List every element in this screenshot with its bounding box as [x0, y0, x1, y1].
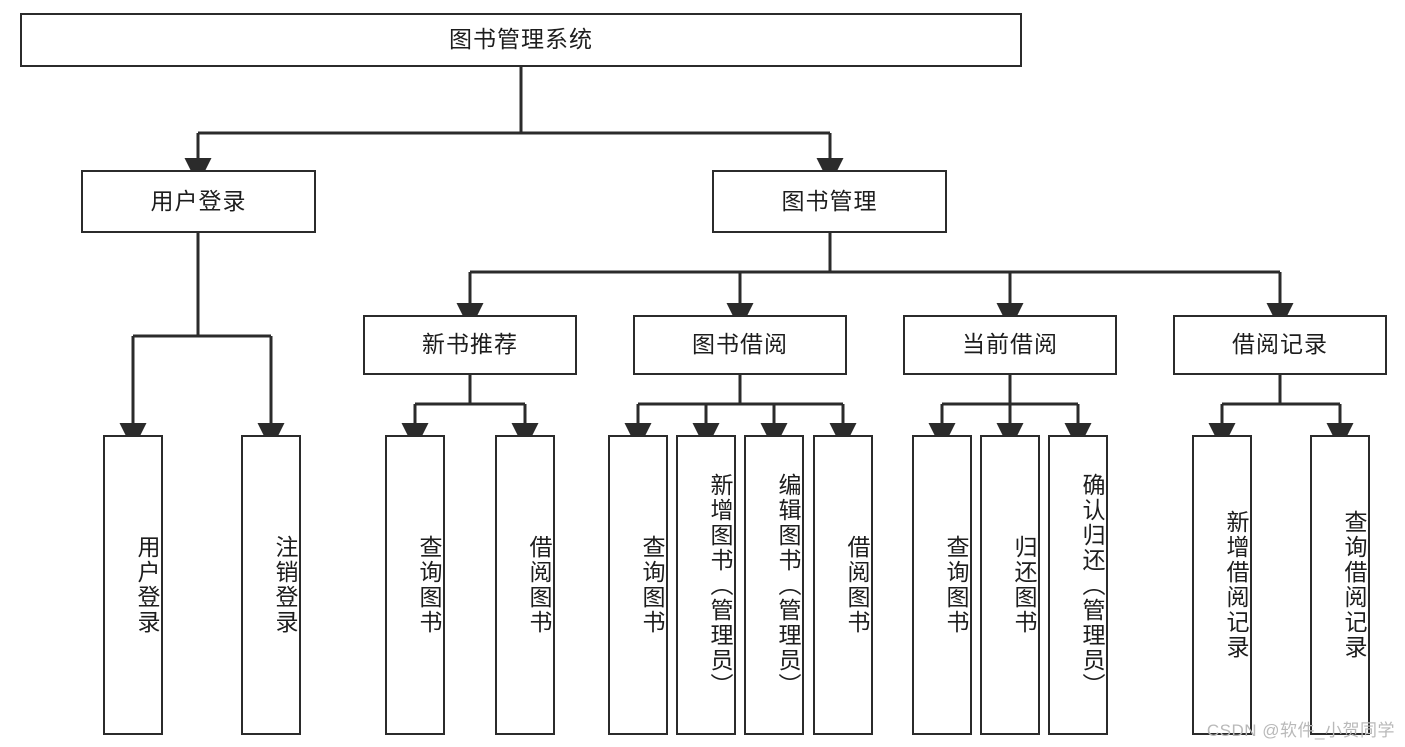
node-new-book-recommend[interactable]: 新书推荐	[363, 315, 577, 375]
node-book-borrow[interactable]: 图书借阅	[633, 315, 847, 375]
leaf-user-login-login[interactable]: 用户登录	[103, 435, 163, 735]
leaf-user-login-login-label: 用户登录	[134, 535, 160, 635]
leaf-borrow-record-add[interactable]: 新增借阅记录	[1192, 435, 1252, 735]
leaf-borrow-record-query-label: 查询借阅记录	[1341, 510, 1367, 660]
node-borrow-record-label: 借阅记录	[1232, 331, 1328, 358]
leaf-book-borrow-borrow-label: 借阅图书	[844, 535, 870, 635]
leaf-book-borrow-add[interactable]: 新增图书（管理员）	[676, 435, 736, 735]
leaf-new-book-query-label: 查询图书	[416, 535, 442, 635]
leaf-new-book-borrow-label: 借阅图书	[526, 535, 552, 635]
node-book-management[interactable]: 图书管理	[712, 170, 947, 233]
node-book-management-label: 图书管理	[781, 187, 878, 214]
leaf-current-borrow-return[interactable]: 归还图书	[980, 435, 1040, 735]
leaf-borrow-record-add-label: 新增借阅记录	[1223, 510, 1249, 660]
leaf-book-borrow-edit[interactable]: 编辑图书（管理员）	[744, 435, 804, 735]
node-book-borrow-label: 图书借阅	[692, 331, 788, 358]
leaf-book-borrow-add-label: 新增图书（管理员）	[707, 472, 733, 698]
leaf-new-book-borrow[interactable]: 借阅图书	[495, 435, 555, 735]
leaf-book-borrow-borrow[interactable]: 借阅图书	[813, 435, 873, 735]
leaf-current-borrow-query-label: 查询图书	[943, 535, 969, 635]
node-current-borrow[interactable]: 当前借阅	[903, 315, 1117, 375]
leaf-new-book-query[interactable]: 查询图书	[385, 435, 445, 735]
leaf-book-borrow-edit-label: 编辑图书（管理员）	[775, 472, 801, 698]
node-current-borrow-label: 当前借阅	[962, 331, 1058, 358]
leaf-book-borrow-query-label: 查询图书	[639, 535, 665, 635]
leaf-book-borrow-query[interactable]: 查询图书	[608, 435, 668, 735]
leaf-user-login-logout[interactable]: 注销登录	[241, 435, 301, 735]
leaf-current-borrow-confirm[interactable]: 确认归还（管理员）	[1048, 435, 1108, 735]
leaf-borrow-record-query[interactable]: 查询借阅记录	[1310, 435, 1370, 735]
node-root-system[interactable]: 图书管理系统	[20, 13, 1022, 67]
leaf-user-login-logout-label: 注销登录	[272, 535, 298, 635]
leaf-current-borrow-return-label: 归还图书	[1011, 535, 1037, 635]
leaf-current-borrow-query[interactable]: 查询图书	[912, 435, 972, 735]
node-borrow-record[interactable]: 借阅记录	[1173, 315, 1387, 375]
node-new-book-recommend-label: 新书推荐	[422, 331, 518, 358]
node-root-system-label: 图书管理系统	[449, 26, 593, 53]
leaf-current-borrow-confirm-label: 确认归还（管理员）	[1079, 472, 1105, 698]
node-user-login-label: 用户登录	[150, 187, 247, 214]
node-user-login[interactable]: 用户登录	[81, 170, 316, 233]
